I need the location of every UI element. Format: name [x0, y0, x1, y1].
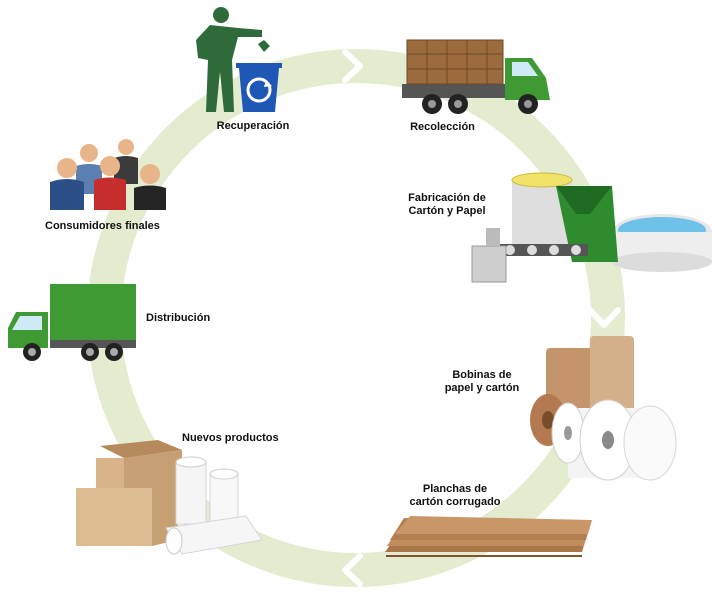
- label-bobinas-line-2: papel y cartón: [444, 382, 520, 394]
- person-5: [114, 139, 138, 184]
- delivery-truck-icon: [402, 39, 550, 114]
- label-planchas-line-1: Planchas de: [422, 483, 488, 495]
- label-bobinas-line-1: Bobinas de: [452, 369, 512, 381]
- paper-rolls-icon: [530, 336, 677, 481]
- cycle-arrows: [342, 49, 621, 587]
- person-4: [134, 164, 166, 210]
- arrow-bottom: [342, 553, 363, 587]
- label-distribucion: Distribución: [146, 312, 211, 324]
- label-consumidores-finales: Consumidores finales: [45, 220, 160, 232]
- label-fabricacion: Fabricación de Cartón y Papel: [392, 192, 502, 218]
- label-planchas-line-2: cartón corrugado: [409, 496, 501, 508]
- arrow-top: [342, 49, 363, 83]
- person-throwing-trash-icon: [196, 7, 270, 112]
- green-truck-icon: [8, 284, 136, 361]
- consumers-group-icon: [50, 139, 166, 210]
- arrow-right: [587, 307, 621, 328]
- label-bobinas: Bobinas de papel y cartón: [432, 369, 532, 395]
- label-recoleccion: Recolección: [410, 121, 475, 133]
- recycle-bin-icon: [236, 63, 282, 112]
- label-nuevos-productos: Nuevos productos: [182, 432, 279, 444]
- label-fabricacion-line-2: Cartón y Papel: [408, 205, 486, 217]
- label-planchas: Planchas de cartón corrugado: [400, 483, 510, 509]
- paper-mill-icon: [471, 172, 712, 283]
- label-recuperacion: Recuperación: [216, 120, 290, 132]
- corrugated-sheets-icon: [385, 516, 592, 557]
- person-3: [94, 156, 126, 210]
- boxes-and-rolls-icon: [76, 440, 263, 555]
- label-fabricacion-line-1: Fabricación de: [408, 192, 486, 204]
- person-1: [50, 158, 84, 210]
